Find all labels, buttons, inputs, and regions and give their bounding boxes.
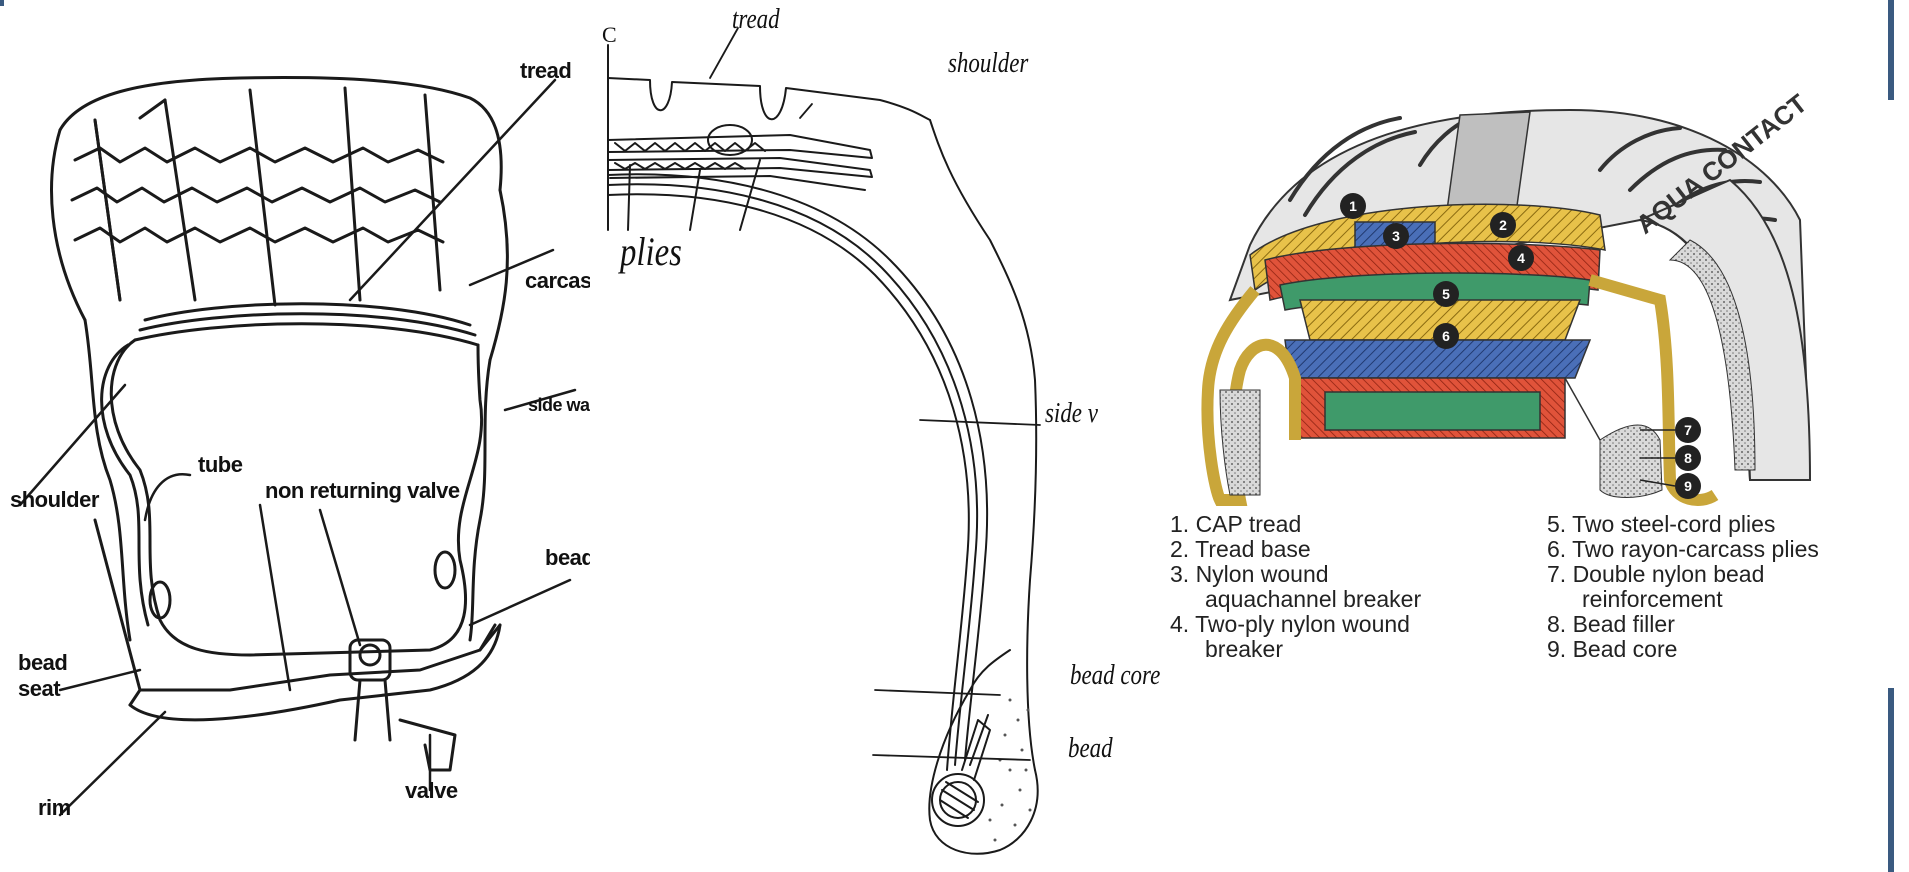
label-side-wall: side wall	[528, 395, 590, 416]
badge-2: 2	[1490, 212, 1516, 238]
badge-3: 3	[1383, 223, 1409, 249]
badge-1: 1	[1340, 193, 1366, 219]
label-bead-seat: bead seat	[18, 650, 67, 702]
label-bead: bead	[545, 545, 590, 571]
label-bead-core: bead core	[1070, 660, 1160, 692]
label-centerline-c: C	[602, 22, 617, 48]
badge-7: 7	[1675, 417, 1701, 443]
tube-tire-drawing	[0, 0, 590, 872]
legend-item: 6. Two rayon-carcass plies	[1547, 537, 1819, 562]
edge-accent-bottom-right	[1888, 688, 1894, 872]
label-carcass: carcass	[525, 268, 590, 294]
label-side-wall: side v	[1045, 398, 1098, 430]
legend-item-cont: breaker	[1170, 637, 1421, 662]
badge-6: 6	[1433, 323, 1459, 349]
legend-item: 5. Two steel-cord plies	[1547, 512, 1819, 537]
legend-left: 1. CAP tread 2. Tread base 3. Nylon woun…	[1170, 512, 1421, 662]
edge-accent-top-left	[0, 0, 4, 6]
radial-tire-section-diagram: C tread shoulder plies side v bead core …	[590, 0, 1170, 872]
legend-item: 8. Bead filler	[1547, 612, 1819, 637]
label-tread: tread	[732, 4, 780, 36]
label-tread: tread	[520, 58, 571, 84]
legend-item: 7. Double nylon bead	[1547, 562, 1819, 587]
label-non-returning-valve: non returning valve	[265, 478, 460, 504]
legend-item: 3. Nylon wound	[1170, 562, 1421, 587]
legend-item: 2. Tread base	[1170, 537, 1421, 562]
legend-item-cont: aquachannel breaker	[1170, 587, 1421, 612]
tire-construction-diagram: AQUA CONTACT 1 2 3 4 5 6 7 8 9 1. CAP tr…	[1170, 0, 1909, 872]
legend-right: 5. Two steel-cord plies 6. Two rayon-car…	[1547, 512, 1819, 662]
label-plies: plies	[620, 228, 682, 275]
edge-accent-top-right	[1888, 0, 1894, 100]
label-shoulder: shoulder	[10, 487, 99, 513]
tube-tire-diagram: tread carcass side wall shoulder tube no…	[0, 0, 590, 872]
label-valve: valve	[405, 778, 458, 804]
legend-item-cont: reinforcement	[1547, 587, 1819, 612]
legend-item: 4. Two-ply nylon wound	[1170, 612, 1421, 637]
badge-8: 8	[1675, 445, 1701, 471]
legend-item: 1. CAP tread	[1170, 512, 1421, 537]
label-shoulder: shoulder	[948, 48, 1028, 80]
label-tube: tube	[198, 452, 242, 478]
badge-4: 4	[1508, 245, 1534, 271]
label-bead: bead	[1068, 733, 1113, 765]
tire-construction-drawing: AQUA CONTACT	[1170, 0, 1909, 872]
badge-5: 5	[1433, 281, 1459, 307]
badge-9: 9	[1675, 473, 1701, 499]
label-rim: rim	[38, 795, 71, 821]
legend-item: 9. Bead core	[1547, 637, 1819, 662]
